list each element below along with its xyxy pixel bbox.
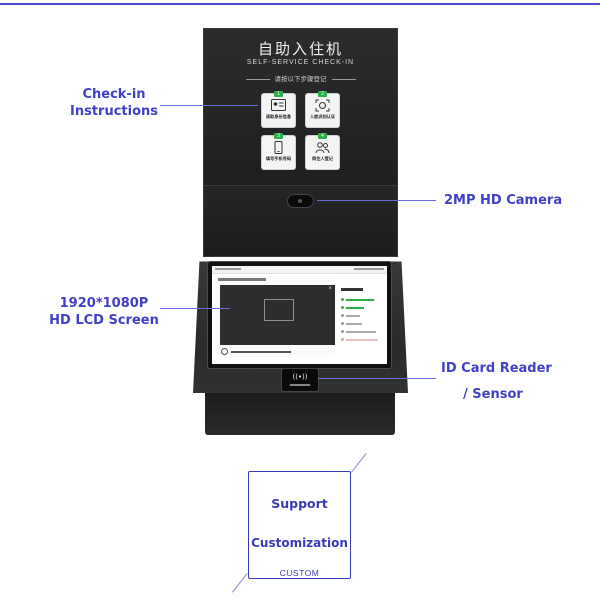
customization-text: Customization <box>251 536 348 550</box>
camera-icon <box>288 195 313 207</box>
callout-line-reader <box>318 378 436 379</box>
step-badge: 4 <box>318 133 327 139</box>
id-frame-icon <box>264 299 294 321</box>
step-label: 同住人登记 <box>312 156 333 161</box>
screen-camera-preview: × <box>220 285 335 345</box>
callout-line-instructions <box>160 105 258 106</box>
screen-hint <box>221 348 336 356</box>
support-text: Support <box>271 496 328 511</box>
callout-camera: 2MP HD Camera <box>444 193 563 208</box>
callout-instructions: Check-in Instructions <box>69 87 158 119</box>
callout-line-camera <box>317 200 436 201</box>
kiosk-foot <box>205 393 395 435</box>
step-badge: 3 <box>274 133 283 139</box>
step-label: 填写手机号码 <box>265 156 292 161</box>
id-card-reader: ((•)) <box>282 369 318 391</box>
callout-screen: 1920*1080P HD LCD Screen <box>49 296 159 328</box>
step-label: 读取身份信息 <box>265 114 292 119</box>
step-tile-phone: 3 填写手机号码 <box>262 133 295 169</box>
screen-main-panel: × <box>215 276 335 356</box>
lcd-screen: × <box>212 266 387 364</box>
phone-icon <box>274 141 283 154</box>
callout-reader: ID Card Reader / Sensor <box>441 361 552 402</box>
step-label: 人脸识别认证 <box>309 114 336 119</box>
kiosk-instruction-panel: 自助入住机 SELF-SERVICE CHECK-IN 请按以下步骤登记 1 读… <box>203 28 398 186</box>
step-tile-face-scan: 2 人脸识别认证 <box>306 91 339 127</box>
callout-line-screen <box>160 308 230 309</box>
face-scan-icon <box>315 99 330 112</box>
decor-line-bottom <box>232 573 248 593</box>
screen-status-bar <box>212 266 387 274</box>
kiosk-subtitle: SELF-SERVICE CHECK-IN <box>246 59 355 66</box>
id-card-icon <box>271 99 286 111</box>
close-icon: × <box>328 286 332 292</box>
screen-steps-sidebar <box>339 276 384 356</box>
nfc-icon: ((•)) <box>292 373 308 381</box>
people-icon <box>315 142 330 154</box>
step-tile-co-resident: 4 同住人登记 <box>306 133 339 169</box>
step-badge: 2 <box>318 91 327 97</box>
kiosk-title: 自助入住机 <box>257 40 343 58</box>
support-customization-badge: Support Customization CUSTOM <box>248 471 351 579</box>
kiosk-camera-panel <box>203 185 398 257</box>
top-rule <box>0 3 600 5</box>
step-tile-read-id: 1 读取身份信息 <box>262 91 295 127</box>
decor-line-top <box>351 453 367 473</box>
kiosk-step-instruction: 请按以下步骤登记 <box>203 73 398 83</box>
custom-text: CUSTOM <box>279 568 320 578</box>
step-badge: 1 <box>274 91 283 97</box>
